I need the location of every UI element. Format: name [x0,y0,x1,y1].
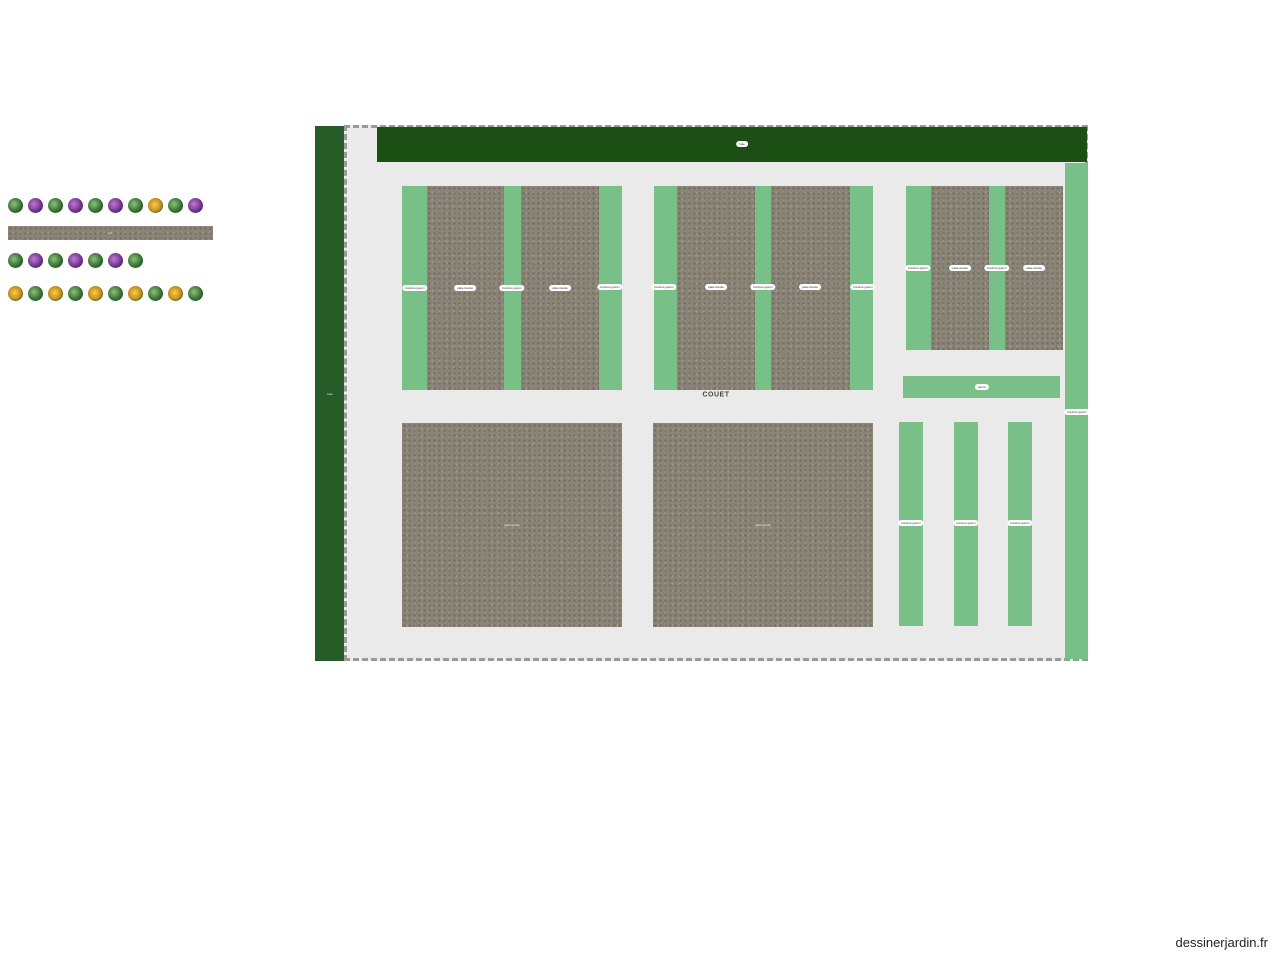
plant-icon [28,197,43,213]
plant-icon [128,197,143,213]
large-soil-bed-right[interactable] [653,423,873,627]
plant-icon [8,252,23,268]
plant-icon [108,252,123,268]
plant-icon [108,197,123,213]
plant-icon [148,285,163,301]
soil-strip[interactable] [8,226,213,240]
bed-tag: bordure gazon [905,265,931,271]
soil-bed[interactable] [427,186,504,390]
plant-icon [108,285,123,301]
bed-tag: plate-bande [755,523,771,527]
bed-tag: bordure gazon [499,285,525,291]
flower-row-2[interactable] [8,251,148,269]
plant-icon [68,252,83,268]
flower-row-1[interactable] [8,196,208,214]
plant-icon [48,285,63,301]
plant-icon [88,285,103,301]
bed-tag: bordure gazon [953,520,979,526]
bed-tag: bordure gazon [850,284,876,290]
left-hedge[interactable] [315,126,344,661]
bed-tag: bordure gazon [651,284,677,290]
top-hedge[interactable] [377,127,1087,162]
plant-icon [188,197,203,213]
plant-icon [148,197,163,213]
bed-tag: bordure gazon [898,520,924,526]
plant-icon [68,197,83,213]
bed-tag: bordure gazon [597,284,623,290]
plant-icon [128,252,143,268]
bed-tag: bordure gazon [750,284,776,290]
flower-row-3[interactable] [8,284,208,302]
bed-tag: bordure gazon [984,265,1010,271]
plant-icon [28,285,43,301]
plant-icon [188,285,203,301]
plant-icon [88,252,103,268]
plant-icon [88,197,103,213]
brand-watermark: dessinerjardin.fr [1175,935,1269,950]
bed-tag: plate-bande [799,284,821,290]
bed-tag: plate-bande [504,523,520,527]
garden-center-label: COUET [702,391,730,399]
bed-tag: bordure gazon [1007,520,1033,526]
large-soil-bed-left[interactable] [402,423,622,627]
bed-tag: bordure gazon [1064,409,1090,415]
bed-tag: plate-bande [705,284,727,290]
plant-icon [168,197,183,213]
plant-icon [168,285,183,301]
bed-tag: plate-bande [1023,265,1045,271]
hedge-label-top: haie [736,141,748,147]
hedge-label-left: haie [327,392,333,396]
bed-tag: bordure gazon [402,285,428,291]
plant-icon [8,285,23,301]
plant-icon [128,285,143,301]
bed-tag: plate-bande [949,265,971,271]
plant-icon [8,197,23,213]
bed-tag: plate-bande [549,285,571,291]
legend-soil-label: sol [108,231,112,235]
plant-icon [48,252,63,268]
plant-icon [48,197,63,213]
bed-tag: gazon [974,384,990,390]
bed-tag: plate-bande [454,285,476,291]
plant-icon [68,285,83,301]
plant-icon [28,252,43,268]
